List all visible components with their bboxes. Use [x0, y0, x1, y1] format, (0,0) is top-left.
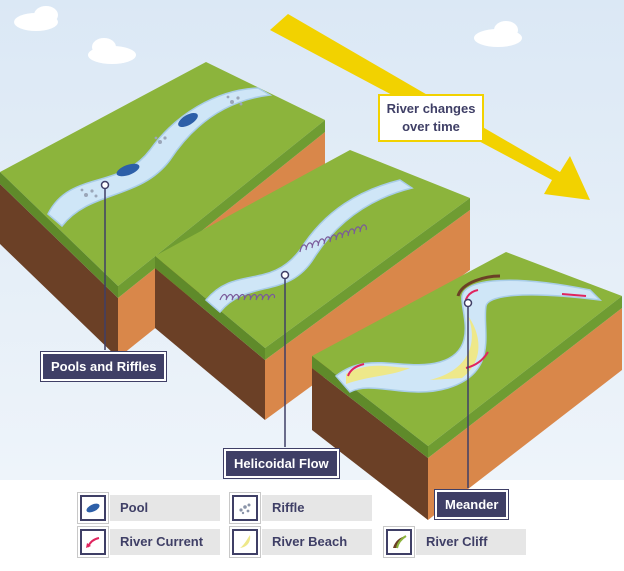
pool-icon — [178, 113, 198, 127]
leader-dot — [280, 270, 290, 280]
riffle-icon — [232, 495, 258, 521]
cloud-icon — [14, 6, 58, 31]
legend-label: Riffle — [262, 495, 372, 521]
river-beach-icon — [232, 529, 258, 555]
block-meander — [312, 252, 622, 520]
legend-item-river-current: River Current — [80, 529, 220, 555]
legend-label: River Beach — [262, 529, 372, 555]
legend-item-pool: Pool — [80, 495, 220, 521]
leader-dot — [463, 298, 473, 308]
legend-item-river-beach: River Beach — [232, 529, 372, 555]
callout-meander: Meander — [435, 490, 509, 519]
cloud-icon — [474, 21, 522, 47]
cloud-icon — [88, 38, 136, 64]
pool-icon — [116, 163, 140, 177]
legend-label: River Current — [110, 529, 220, 555]
callout-helicoidal-flow: Helicoidal Flow — [224, 449, 339, 478]
time-arrow-label: River changes over time — [378, 94, 484, 142]
river-channel — [204, 179, 414, 314]
river-cliff-bank — [456, 274, 501, 297]
river-current-arrow — [347, 363, 365, 377]
river-current-arrow — [561, 293, 587, 297]
legend-item-river-cliff: River Cliff — [386, 529, 526, 555]
river-cliff-icon — [386, 529, 412, 555]
river-current-icon — [80, 529, 106, 555]
legend-label: Pool — [110, 495, 220, 521]
callout-leaders — [100, 180, 473, 488]
river-beach-deposit — [346, 365, 410, 384]
riffle-icon — [80, 95, 243, 198]
legend-label: River Cliff — [416, 529, 526, 555]
pool-icon — [80, 495, 106, 521]
helicoidal-flow-spiral — [219, 293, 276, 301]
river-beach-deposit — [430, 316, 479, 380]
leader-dot — [100, 180, 110, 190]
legend-item-riffle: Riffle — [232, 495, 372, 521]
callout-pools-riffles: Pools and Riffles — [41, 352, 167, 381]
